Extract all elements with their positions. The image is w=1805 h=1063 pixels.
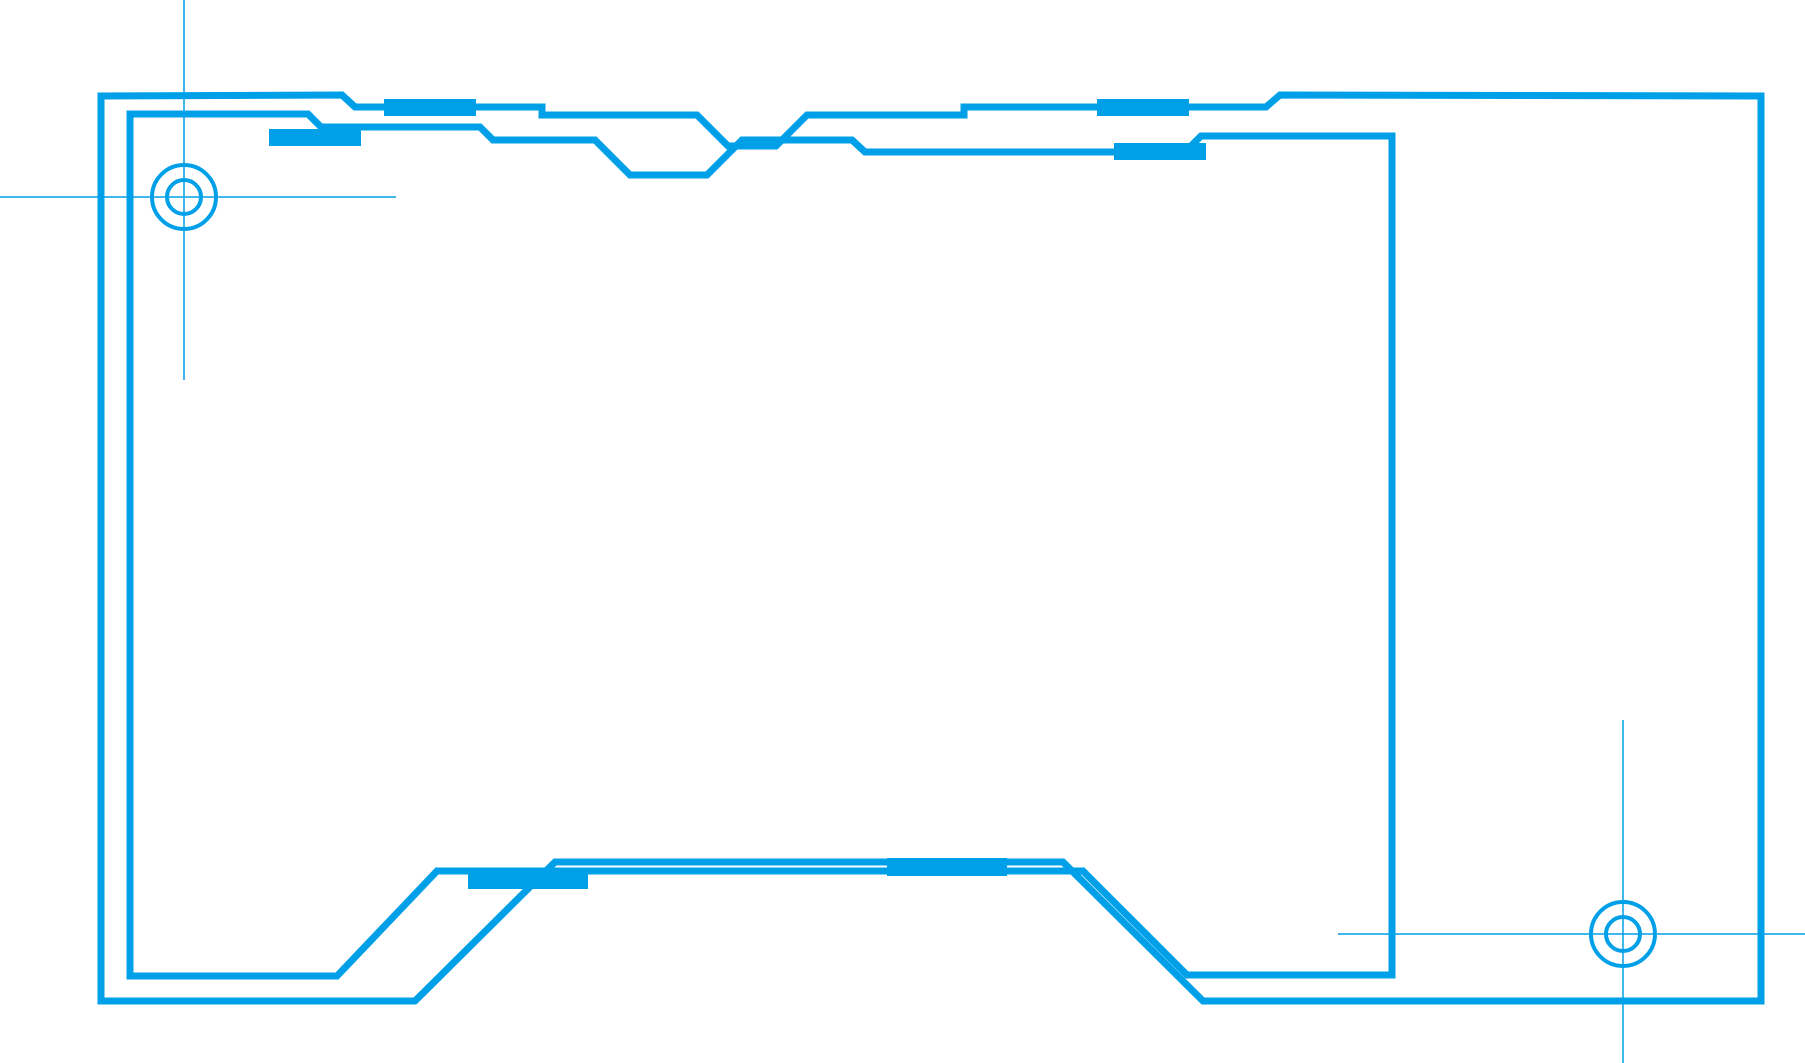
accent-block-bottom-1 xyxy=(887,858,1007,876)
accent-block-top-1 xyxy=(384,99,476,116)
accent-block-top-3 xyxy=(269,129,361,146)
accent-block-top-2 xyxy=(1097,99,1189,116)
bottom-right-outer-ring xyxy=(1589,900,1657,968)
accent-block-top-4 xyxy=(1114,143,1206,160)
inner-frame-border xyxy=(126,110,1396,980)
top-left-outer-ring xyxy=(150,163,218,231)
top-left-inner-ring xyxy=(165,178,203,216)
bottom-right-inner-ring xyxy=(1604,915,1642,953)
accent-block-bottom-2 xyxy=(468,871,588,889)
